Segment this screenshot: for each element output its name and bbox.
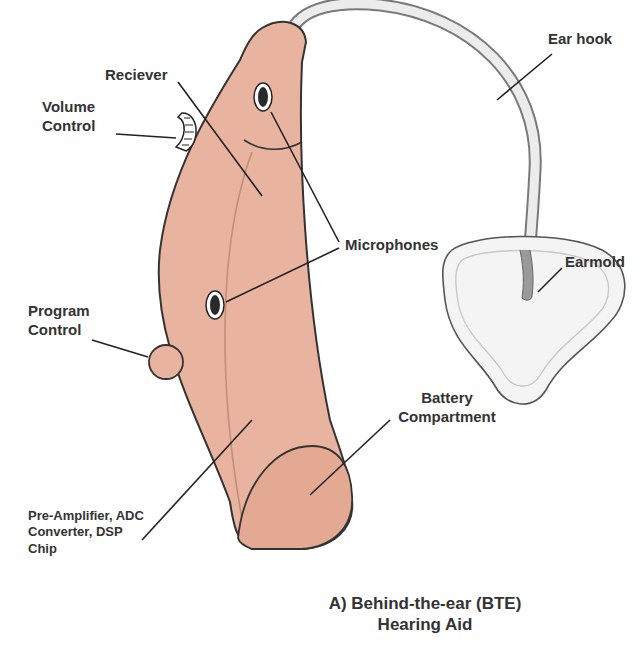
leader-line bbox=[538, 268, 562, 292]
leader-lines bbox=[92, 54, 562, 540]
part-label: Microphones bbox=[345, 236, 465, 255]
part-label: Program Control bbox=[28, 302, 104, 340]
microphone-port bbox=[254, 83, 272, 111]
battery-compartment-shape bbox=[238, 446, 352, 549]
hearing-aid-body bbox=[159, 22, 353, 549]
volume-wheel bbox=[176, 113, 196, 151]
part-label: Volume Control bbox=[42, 98, 114, 136]
microphone-hole bbox=[210, 295, 220, 315]
ear-hook-tip bbox=[520, 250, 533, 300]
leader-line bbox=[226, 248, 339, 302]
ear-hook-label: Ear hook bbox=[548, 30, 636, 49]
leader-line bbox=[271, 112, 339, 242]
part-label: Battery Compartment bbox=[382, 389, 512, 427]
leader-line bbox=[92, 340, 148, 357]
leader-line bbox=[310, 420, 390, 495]
volume-wheel-ridges bbox=[182, 118, 194, 145]
leader-line bbox=[116, 134, 176, 138]
leader-line bbox=[497, 54, 552, 100]
earmold-label: Earmold bbox=[565, 253, 637, 272]
microphone-hole bbox=[258, 87, 268, 107]
leader-line bbox=[142, 420, 252, 540]
microphone-port bbox=[206, 291, 224, 319]
figure-caption: A) Behind-the-ear (BTE) Hearing Aid bbox=[310, 593, 540, 636]
leader-line bbox=[178, 82, 262, 196]
part-label: Reciever bbox=[105, 66, 195, 85]
body-seam bbox=[244, 140, 302, 149]
earmold-inner-line bbox=[456, 251, 609, 387]
body-ridge bbox=[225, 152, 252, 540]
part-label: Pre-Amplifier, ADC Converter, DSP Chip bbox=[28, 508, 148, 557]
program-button bbox=[149, 345, 183, 379]
